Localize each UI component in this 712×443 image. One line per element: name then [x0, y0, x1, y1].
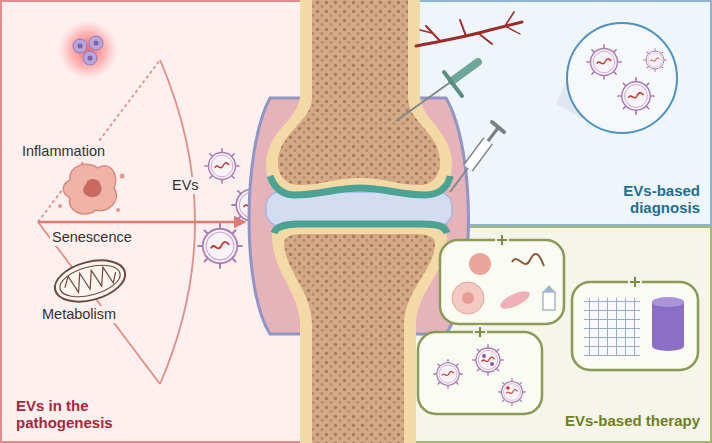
mitochondrion-icon — [50, 253, 129, 308]
inflammation-icon — [58, 20, 118, 80]
ev-arrow — [38, 222, 244, 223]
blood-vessel — [416, 12, 522, 46]
needles — [396, 62, 504, 192]
label: Inflammation — [20, 143, 107, 160]
magnifier — [556, 23, 677, 133]
panel: EVs-based therapy — [356, 226, 712, 443]
panel: EVs-based diagnosis — [356, 0, 712, 226]
panel-title: EVs-based therapy — [565, 412, 700, 429]
senescence-icon — [58, 164, 125, 214]
label: Metabolism — [40, 306, 118, 323]
panel-title: EVs in the pathogenesis — [16, 397, 128, 432]
label: Senescence — [50, 229, 134, 246]
panel: EVs in the pathogenesis — [0, 0, 356, 443]
panel-title: EVs-based diagnosis — [596, 182, 700, 217]
label: EVs — [170, 177, 201, 194]
therapy-capsules — [418, 233, 698, 414]
